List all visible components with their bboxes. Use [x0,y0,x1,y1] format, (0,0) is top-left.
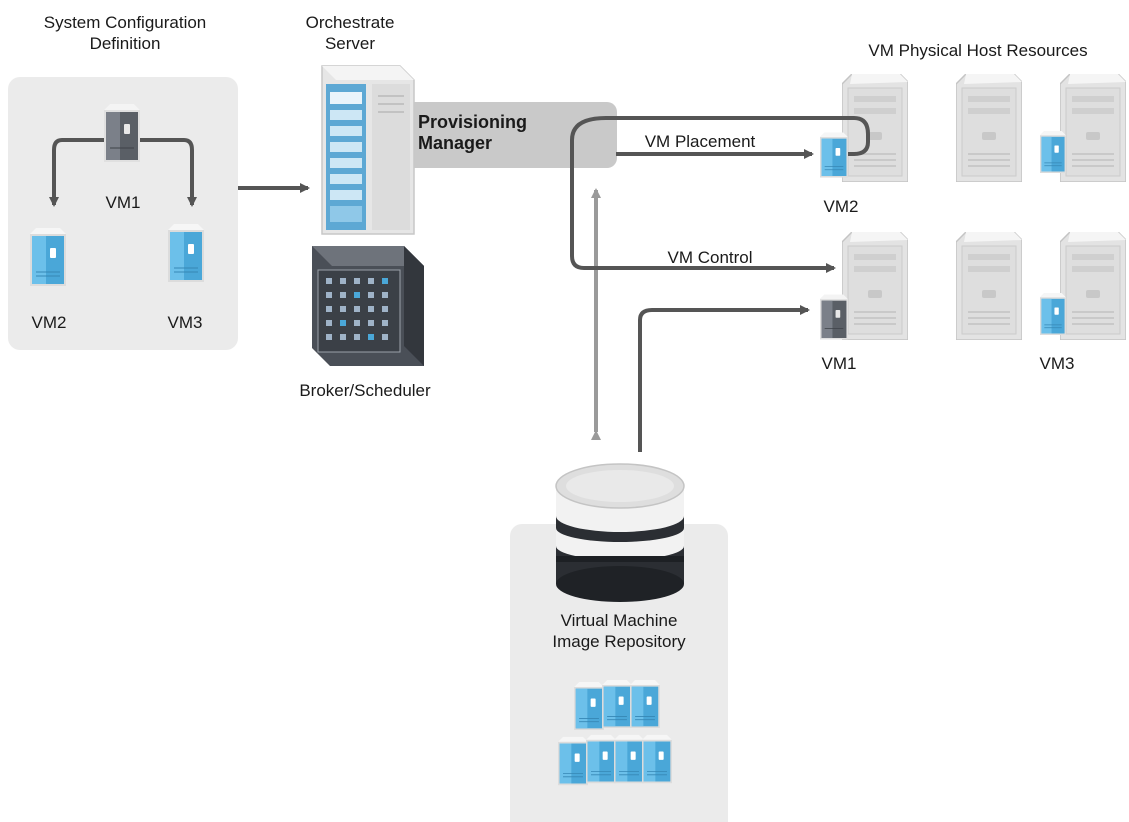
host-vm1-icon [820,293,848,341]
host-vm2-label: VM2 [823,197,859,216]
orchestrate-server-label: Orchestrate Server [305,13,395,53]
host-2-icon [956,74,1022,182]
orchestrate-server-icon [321,65,415,235]
provisioning-manager-label: Provisioning Manager [418,112,528,153]
physical-hosts-label: VM Physical Host Resources [868,41,1088,60]
vm-control-label: VM Control [667,248,753,267]
config-vm3-label: VM3 [167,313,203,332]
provisioning-manager-panel [392,102,617,168]
host-vm1-label: VM1 [821,354,857,373]
host-vm3-label: VM3 [1039,354,1075,373]
config-vm3-icon [168,224,204,282]
repository-vm-stack-icon [558,680,672,786]
repository-label: Virtual Machine Image Repository [552,611,686,651]
system-config-label: System Configuration Definition [43,13,207,53]
config-arrow-left [49,138,110,207]
vm-placement-label: VM Placement [644,132,756,151]
broker-cube-icon [312,246,424,366]
config-vm2-icon [30,228,66,286]
vm-placement-loop [606,116,870,156]
config-vm2-label: VM2 [31,313,67,332]
config-vm1-label: VM1 [105,193,141,212]
repository-to-host-arrow [638,305,810,452]
host-5-icon [956,232,1022,340]
config-vm1-icon [104,104,140,162]
host-1-icon [842,74,908,182]
database-icon [555,463,685,602]
host-4-icon [842,232,908,340]
host-vm3-icon [1040,292,1066,336]
vm-control-arrow [570,116,836,273]
host-6-icon [1060,232,1126,340]
host-vm2-icon [820,131,848,179]
host-3-icon [1060,74,1126,182]
broker-scheduler-label: Broker/Scheduler [299,381,431,400]
host-vm-extra-icon [1040,130,1066,174]
config-arrow-right [136,138,197,207]
